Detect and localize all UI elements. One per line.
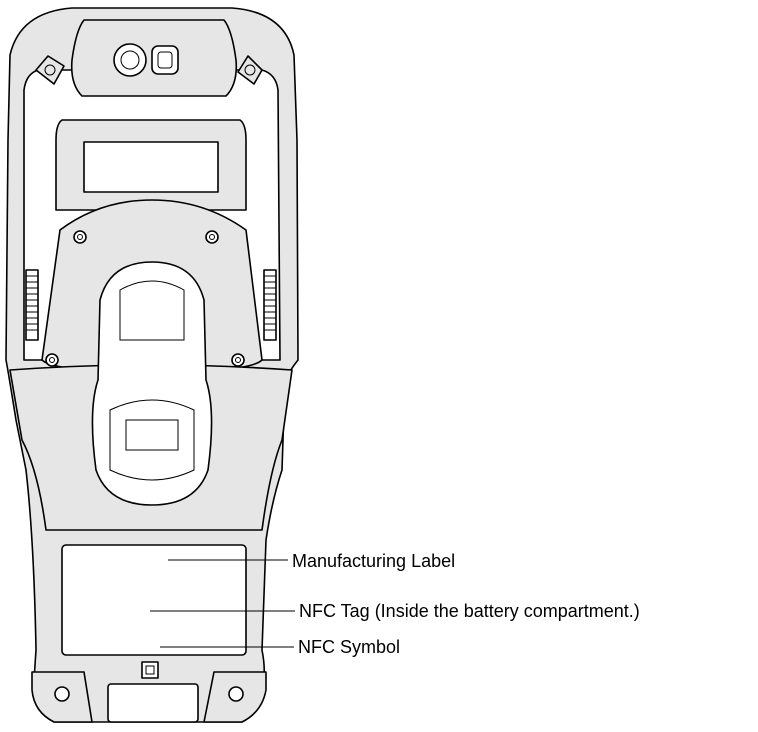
nfc-tag-callout: NFC Tag (Inside the battery compartment.… <box>299 601 640 621</box>
top-left-screw-icon <box>35 55 65 85</box>
nfc-symbol-callout: NFC Symbol <box>298 637 401 657</box>
top-right-screw-icon <box>237 55 263 85</box>
flash-icon <box>151 45 179 75</box>
nfc-symbol-icon <box>141 661 159 679</box>
strap-window <box>83 141 219 193</box>
left-grip-texture <box>25 269 39 341</box>
battery-door <box>61 544 247 656</box>
plate-screw-icon <box>45 230 245 367</box>
manufacturing-label-callout: Manufacturing Label <box>292 551 456 571</box>
camera-lens-icon <box>113 43 147 77</box>
connector-slot <box>107 683 199 723</box>
handle-trigger <box>91 261 213 506</box>
bottom-right-mount-icon <box>203 671 267 723</box>
right-grip-texture <box>263 269 277 341</box>
bottom-left-mount-icon <box>31 671 93 723</box>
